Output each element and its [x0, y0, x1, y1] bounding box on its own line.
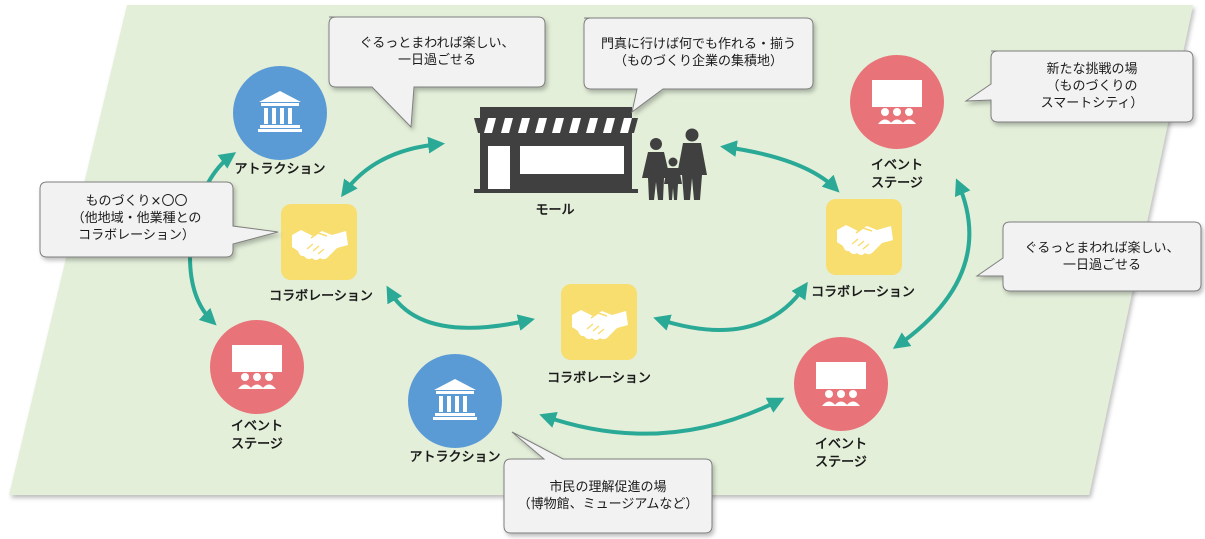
event-bottom-right-label: イベント ステージ: [796, 436, 886, 472]
arrow-to-event-left: [188, 256, 217, 326]
callout-citizen-line2: （博物館、ミュージアムなど）: [517, 497, 699, 512]
attraction-bottom-label: アトラクション: [409, 450, 501, 465]
collab-right-node: [826, 199, 902, 275]
arrow-collab-left-center: [386, 285, 535, 331]
event-top-right-line2: ステージ: [871, 176, 923, 191]
arrow-collab-center-right: [653, 281, 808, 332]
callout-new-challenge-text: 新たな挑戦の場 （ものづくりの スマートシティ）: [991, 61, 1193, 112]
connection-arrows: [188, 136, 972, 436]
callout-monozukuri-hub-line1: 門真に行けば何でも作れる・揃う: [600, 37, 796, 52]
event-left-line2: ステージ: [231, 437, 283, 452]
callout-monozukuri-hub-text: 門真に行けば何でも作れる・揃う （ものづくり企業の集積地）: [584, 36, 813, 70]
family-silhouette-icon: [642, 128, 707, 200]
event-bottom-right-line1: イベント: [814, 437, 867, 452]
arrow-attraction-event-bottom: [539, 397, 785, 436]
collab-center-label: コラボレーション: [547, 371, 651, 386]
attraction-top-label: アトラクション: [234, 162, 326, 177]
callout-fun-top-line1: ぐるっとまわれば楽しい、: [359, 36, 515, 51]
callout-citizen-line1: 市民の理解促進の場: [549, 480, 667, 495]
event-left-node: [210, 320, 304, 414]
callout-collab-x-line3: コラボレーション）: [78, 228, 195, 243]
callout-new-challenge-line3: スマートシティ）: [1040, 96, 1144, 111]
event-bottom-right-line2: ステージ: [815, 455, 867, 470]
callout-new-challenge-line2: （ものづくりの: [1046, 79, 1138, 94]
event-bottom-right-node: [794, 337, 888, 431]
callout-monozukuri-hub-line2: （ものづくり企業の集積地）: [613, 54, 783, 69]
callout-collab-x: [39, 181, 279, 258]
callout-collab-x-text: ものづくり×〇〇 （他地域・他業種との コラボレーション）: [40, 193, 233, 244]
callout-fun-right-line1: ぐるっとまわれば楽しい、: [1024, 241, 1180, 256]
callout-fun-right: [975, 221, 1202, 292]
callout-fun-top-line2: 一日過ごせる: [397, 53, 476, 68]
arrow-mall-event-top-right: [720, 140, 840, 193]
collab-left-node: [281, 204, 357, 280]
event-left-label: イベント ステージ: [212, 418, 302, 454]
attraction-bottom-node: [408, 354, 502, 448]
attraction-top-node: [233, 66, 327, 160]
collab-right-label: コラボレーション: [811, 285, 915, 300]
callout-fun-top-text: ぐるっとまわれば楽しい、 一日過ごせる: [329, 35, 545, 69]
event-top-right-line1: イベント: [870, 158, 923, 173]
callout-citizen: [503, 431, 713, 534]
callout-collab-x-line1: ものづくり×〇〇: [85, 194, 188, 209]
callout-fun-top: [328, 16, 546, 129]
mall-label: モール: [535, 203, 575, 218]
collab-center-node: [561, 284, 637, 360]
callout-shapes: [39, 16, 1202, 534]
callout-new-challenge: [964, 50, 1194, 123]
arrow-mall-collab-left: [341, 136, 446, 198]
collab-left-label: コラボレーション: [269, 289, 373, 304]
callout-citizen-text: 市民の理解促進の場 （博物館、ミュージアムなど）: [504, 479, 712, 513]
callout-collab-x-line2: （他地域・他業種との: [71, 211, 202, 226]
event-top-right-node: [850, 55, 944, 149]
callout-fun-right-line2: 一日過ごせる: [1062, 258, 1141, 273]
event-left-line1: イベント: [230, 419, 283, 434]
arrow-event-right-loop: [892, 178, 972, 349]
event-top-right-label: イベント ステージ: [852, 157, 942, 193]
arrow-to-attraction-top: [206, 152, 237, 184]
callout-fun-right-text: ぐるっとまわれば楽しい、 一日過ごせる: [1003, 240, 1201, 274]
callout-new-challenge-line1: 新たな挑戦の場: [1046, 62, 1138, 77]
storefront-icon: [474, 107, 638, 193]
callout-monozukuri-hub: [583, 17, 814, 114]
